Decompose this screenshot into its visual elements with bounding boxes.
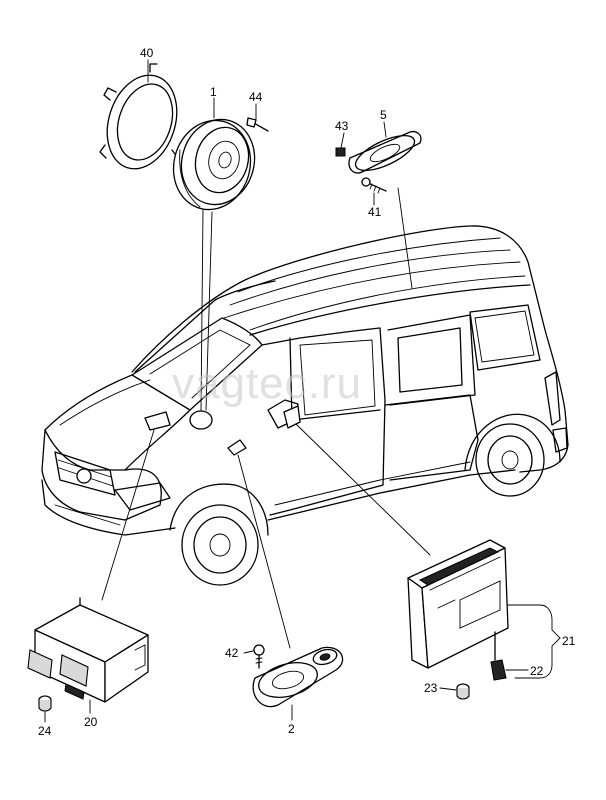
callout-42: 42 (225, 646, 239, 660)
cap-24-part (38, 695, 52, 712)
callout-2: 2 (288, 722, 295, 736)
door-speaker-marker (189, 410, 213, 430)
callout-20: 20 (84, 715, 98, 729)
door-speaker-part (172, 118, 256, 211)
callout-21: 21 (562, 634, 576, 648)
leader-lines (44, 59, 561, 723)
control-unit-part (27, 597, 149, 703)
callout-24: 24 (38, 724, 52, 738)
callout-5: 5 (380, 108, 387, 122)
callout-44: 44 (249, 90, 263, 104)
dash-unit-marker (144, 411, 171, 431)
callout-40: 40 (140, 46, 154, 60)
screw-41-part (361, 177, 387, 194)
screw-42-part (253, 644, 265, 669)
callout-1: 1 (210, 85, 217, 99)
watermark: vagtec.ru (172, 359, 362, 408)
amplifier-part (407, 539, 509, 681)
bolt-44-part (246, 117, 269, 132)
callout-22: 22 (530, 664, 544, 678)
clip-43-part (335, 147, 346, 157)
callout-23: 23 (424, 681, 438, 695)
callout-labels: 40 1 44 43 5 41 21 22 23 42 2 20 24 (38, 46, 576, 738)
vehicle-van (41, 225, 569, 586)
callout-43: 43 (335, 119, 349, 133)
plug-23-part (456, 683, 470, 700)
dash-speaker-part (252, 646, 344, 708)
sidebox-marker (283, 405, 301, 429)
oval-speaker-part (348, 130, 422, 174)
dash-speaker-marker (227, 439, 247, 456)
speaker-ring-part (99, 63, 179, 170)
callout-41: 41 (368, 205, 382, 219)
